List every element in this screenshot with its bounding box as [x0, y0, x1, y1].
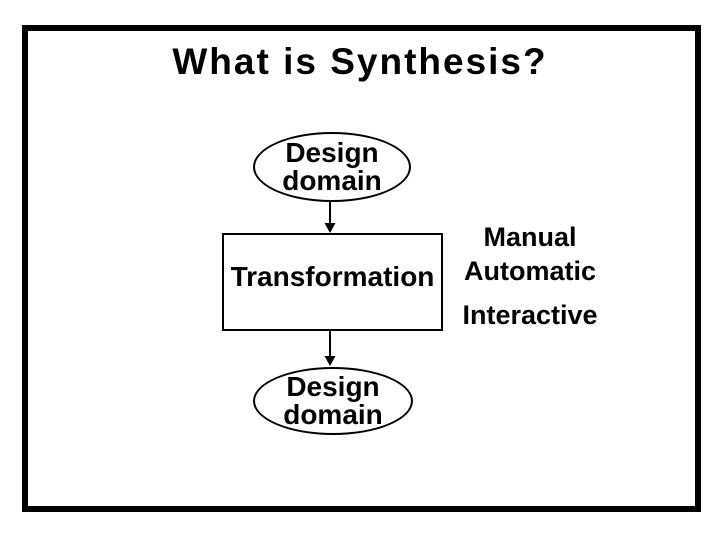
arrow-down-icon [324, 330, 336, 366]
node-source-design-domain: Design domain [253, 132, 411, 202]
target-domain-label-line2: domain [283, 399, 383, 430]
method-label-automatic: Automatic [463, 256, 596, 286]
node-target-design-domain: Design domain [253, 367, 413, 435]
node-transformation: Transformation [222, 233, 443, 331]
method-label-manual: Manual [483, 222, 577, 252]
source-domain-label-line1: Design [285, 137, 379, 168]
arrow-down-icon [324, 201, 336, 233]
source-domain-label-line2: domain [282, 165, 382, 196]
target-domain-label-line1: Design [286, 371, 380, 402]
transformation-label: Transformation [230, 261, 435, 292]
method-label-interactive: Interactive [462, 300, 598, 330]
slide-title: What is Synthesis? [172, 41, 548, 82]
